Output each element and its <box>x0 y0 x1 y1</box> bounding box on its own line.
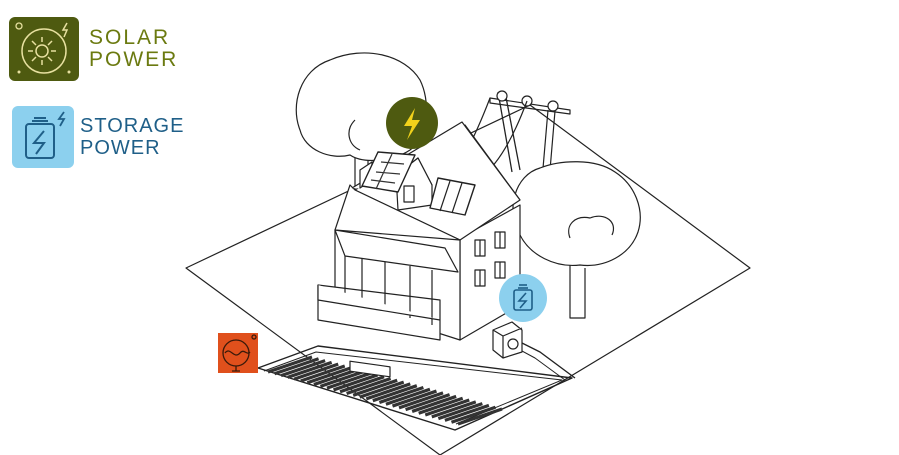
loop-tube-segment <box>267 355 313 374</box>
loop-tube-segment <box>300 364 346 383</box>
loop-tube-segment <box>431 400 477 419</box>
battery-icon <box>513 284 533 311</box>
loop-tube-segment <box>274 357 320 376</box>
loop-tube-segment <box>313 368 359 387</box>
heat-exchange-icon <box>222 334 257 372</box>
solar-panel-cell-line <box>375 153 393 190</box>
loop-tube-segment <box>365 382 411 401</box>
solar-label-line2: POWER <box>89 48 179 71</box>
loop-tube-segment <box>378 385 424 404</box>
storage-marker <box>499 274 547 322</box>
house <box>317 121 521 378</box>
loop-tube-segment <box>424 398 470 417</box>
solar-panels <box>361 151 476 216</box>
loop-tube-segment <box>385 387 431 406</box>
loop-tube-segment <box>352 378 398 397</box>
storage-label-line2: POWER <box>80 137 161 159</box>
solar-panel-cell-line <box>375 171 401 175</box>
legend-storage-power: STORAGE POWER <box>12 106 184 168</box>
sun-icon <box>9 17 79 81</box>
loop-tube-segment <box>359 380 405 399</box>
loop-tube-segment <box>372 384 418 403</box>
storage-label-line1: STORAGE <box>80 115 185 137</box>
loop-tube-segment <box>450 405 496 424</box>
geothermal-marker <box>218 333 258 373</box>
loop-tube-segment <box>293 362 339 381</box>
loop-tube-segment <box>306 366 352 385</box>
loop-tube-segment <box>346 377 392 396</box>
loop-tube-segment <box>457 407 503 426</box>
legend-solar-power: SOLAR POWER <box>9 17 178 81</box>
loop-tube-segment <box>411 394 457 413</box>
loop-tube-segment <box>339 375 385 394</box>
solar-label-line1: SOLAR <box>89 26 171 49</box>
loop-tube-segment <box>287 360 333 379</box>
solar-panel-cell-line <box>380 161 405 165</box>
battery-icon <box>12 106 74 168</box>
ground-heat-loop <box>257 331 576 431</box>
loop-tube-segment <box>418 396 464 415</box>
solar-panel-cell-line <box>370 179 396 184</box>
loop-tube-segment <box>280 359 326 378</box>
tree-right <box>512 161 641 319</box>
outdoor-unit <box>492 321 523 359</box>
solar-power-label: SOLAR POWER <box>89 27 178 71</box>
lightning-bolt-icon <box>404 108 420 140</box>
loop-tube-segment <box>405 393 451 412</box>
loop-tube-segment <box>326 371 372 390</box>
solar-marker <box>386 97 438 149</box>
loop-tube-segment <box>444 403 490 422</box>
storage-power-label: STORAGE POWER <box>80 115 184 159</box>
loop-tube-segment <box>391 389 437 408</box>
loop-tube-segment <box>333 373 379 392</box>
loop-tube-segment <box>319 369 365 388</box>
house-windows <box>474 231 506 287</box>
loop-tube-segment <box>398 391 444 410</box>
loop-tube-segment <box>437 402 483 421</box>
